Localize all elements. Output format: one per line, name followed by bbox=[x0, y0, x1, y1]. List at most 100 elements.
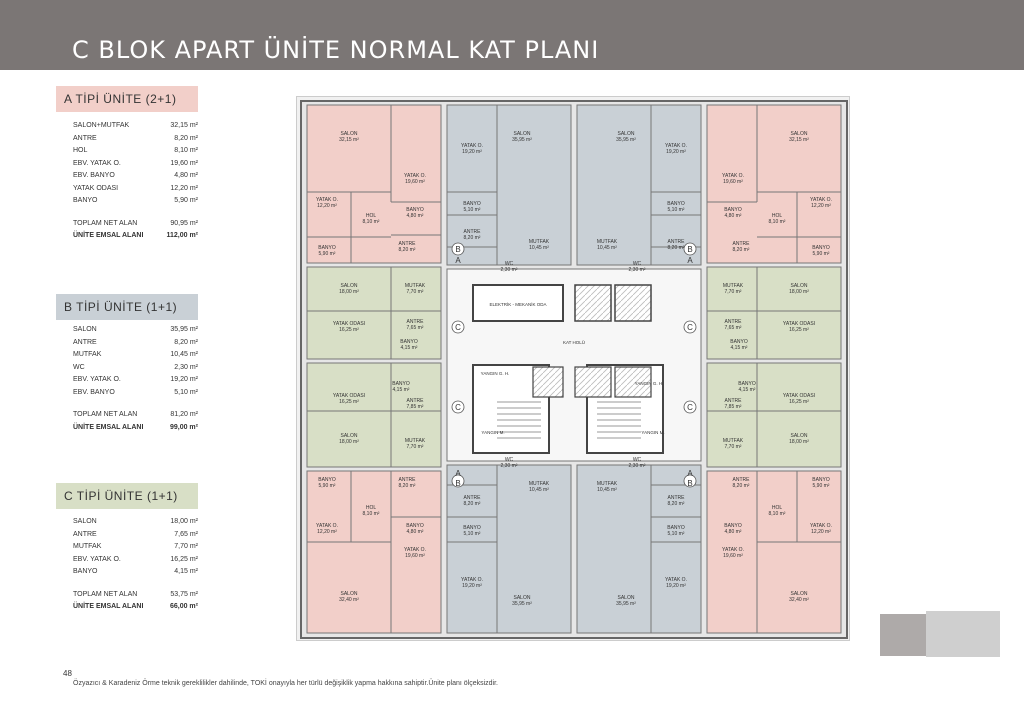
svg-text:ANTRE: ANTRE bbox=[668, 495, 686, 501]
svg-text:SALON: SALON bbox=[341, 433, 358, 439]
svg-text:YATAK O.: YATAK O. bbox=[404, 547, 426, 553]
svg-text:7,65 m²: 7,65 m² bbox=[407, 325, 424, 331]
svg-text:4,80 m²: 4,80 m² bbox=[725, 529, 742, 535]
section-marker-b: B bbox=[455, 479, 460, 488]
svg-text:19,20 m²: 19,20 m² bbox=[462, 149, 482, 155]
unit-c-title-box: C TİPİ ÜNİTE (1+1) bbox=[56, 483, 198, 509]
svg-text:ANTRE: ANTRE bbox=[733, 477, 751, 483]
svg-text:BANYO: BANYO bbox=[738, 381, 756, 387]
svg-text:WC: WC bbox=[633, 261, 642, 267]
svg-text:ANTRE: ANTRE bbox=[733, 241, 751, 247]
svg-text:35,95 m²: 35,95 m² bbox=[512, 137, 532, 143]
unit-c-upper-right bbox=[706, 266, 842, 360]
svg-text:32,15 m²: 32,15 m² bbox=[339, 137, 359, 143]
svg-text:19,60 m²: 19,60 m² bbox=[723, 179, 743, 185]
section-marker-c: C bbox=[455, 323, 461, 332]
svg-text:YATAK O.: YATAK O. bbox=[461, 143, 483, 149]
svg-text:YATAK O.: YATAK O. bbox=[722, 547, 744, 553]
svg-text:10,45 m²: 10,45 m² bbox=[597, 487, 617, 493]
svg-text:8,10 m²: 8,10 m² bbox=[769, 219, 786, 225]
svg-text:BANYO: BANYO bbox=[463, 525, 481, 531]
svg-text:YATAK ODASI: YATAK ODASI bbox=[333, 393, 365, 399]
svg-text:2,30 m²: 2,30 m² bbox=[629, 267, 646, 273]
svg-text:HOL: HOL bbox=[366, 505, 377, 511]
svg-text:8,20 m²: 8,20 m² bbox=[464, 501, 481, 507]
floor-plan-drawing: B A B A C C C C A B A B ELEKTRİK - MEKAN… bbox=[300, 100, 848, 639]
svg-text:19,60 m²: 19,60 m² bbox=[405, 553, 425, 559]
svg-text:8,20 m²: 8,20 m² bbox=[399, 483, 416, 489]
svg-text:MUTFAK: MUTFAK bbox=[405, 438, 426, 444]
svg-text:18,00 m²: 18,00 m² bbox=[339, 439, 359, 445]
svg-text:MUTFAK: MUTFAK bbox=[529, 239, 550, 245]
svg-text:7,70 m²: 7,70 m² bbox=[407, 289, 424, 295]
svg-text:WC: WC bbox=[633, 457, 642, 463]
svg-text:BANYO: BANYO bbox=[724, 207, 742, 213]
svg-text:12,20 m²: 12,20 m² bbox=[811, 203, 831, 209]
svg-text:8,10 m²: 8,10 m² bbox=[769, 511, 786, 517]
svg-text:YATAK O.: YATAK O. bbox=[665, 577, 687, 583]
svg-text:19,20 m²: 19,20 m² bbox=[666, 583, 686, 589]
svg-text:4,15 m²: 4,15 m² bbox=[401, 345, 418, 351]
svg-text:7,85 m²: 7,85 m² bbox=[725, 404, 742, 410]
unit-a-title-box: A TİPİ ÜNİTE (2+1) bbox=[56, 86, 198, 112]
svg-text:7,65 m²: 7,65 m² bbox=[725, 325, 742, 331]
svg-text:5,90 m²: 5,90 m² bbox=[813, 251, 830, 257]
electric-room bbox=[472, 284, 564, 322]
svg-text:5,10 m²: 5,10 m² bbox=[668, 207, 685, 213]
svg-text:18,00 m²: 18,00 m² bbox=[339, 289, 359, 295]
svg-text:4,15 m²: 4,15 m² bbox=[739, 387, 756, 393]
floor-plan: B A B A C C C C A B A B ELEKTRİK - MEKAN… bbox=[296, 96, 850, 641]
svg-text:SALON: SALON bbox=[791, 131, 808, 137]
unit-a-bottom-right bbox=[706, 470, 842, 634]
svg-text:BANYO: BANYO bbox=[724, 523, 742, 529]
svg-text:18,00 m²: 18,00 m² bbox=[789, 439, 809, 445]
svg-text:5,90 m²: 5,90 m² bbox=[813, 483, 830, 489]
svg-text:19,60 m²: 19,60 m² bbox=[723, 553, 743, 559]
svg-text:7,70 m²: 7,70 m² bbox=[725, 444, 742, 450]
svg-text:12,20 m²: 12,20 m² bbox=[317, 529, 337, 535]
svg-text:8,10 m²: 8,10 m² bbox=[363, 511, 380, 517]
svg-text:YATAK O.: YATAK O. bbox=[810, 523, 832, 529]
svg-text:YATAK O.: YATAK O. bbox=[404, 173, 426, 179]
svg-text:SALON: SALON bbox=[514, 131, 531, 137]
svg-text:BANYO: BANYO bbox=[463, 201, 481, 207]
svg-text:ANTRE: ANTRE bbox=[668, 239, 686, 245]
svg-text:SALON: SALON bbox=[618, 595, 635, 601]
page-number: 48 bbox=[63, 669, 72, 678]
svg-text:BANYO: BANYO bbox=[667, 201, 685, 207]
svg-text:WC: WC bbox=[505, 457, 514, 463]
svg-text:2,30 m²: 2,30 m² bbox=[501, 267, 518, 273]
unit-a-title: A TİPİ ÜNİTE (2+1) bbox=[64, 92, 177, 106]
fire-lobby-label: YANGIN G. H. bbox=[635, 381, 664, 386]
svg-text:BANYO: BANYO bbox=[392, 381, 410, 387]
section-marker-c: C bbox=[455, 403, 461, 412]
svg-text:MUTFAK: MUTFAK bbox=[723, 283, 744, 289]
section-marker-a: A bbox=[687, 256, 693, 265]
section-marker-a: A bbox=[687, 469, 693, 478]
svg-text:MUTFAK: MUTFAK bbox=[723, 438, 744, 444]
svg-text:SALON: SALON bbox=[341, 131, 358, 137]
unit-b-bottom-left bbox=[446, 464, 572, 634]
svg-text:HOL: HOL bbox=[772, 213, 783, 219]
svg-text:5,90 m²: 5,90 m² bbox=[319, 251, 336, 257]
area-row: EBV. YATAK O.19,60 m² bbox=[73, 159, 198, 167]
svg-text:YATAK O.: YATAK O. bbox=[810, 197, 832, 203]
svg-text:4,80 m²: 4,80 m² bbox=[407, 213, 424, 219]
svg-text:2,30 m²: 2,30 m² bbox=[501, 463, 518, 469]
svg-text:SALON: SALON bbox=[791, 433, 808, 439]
